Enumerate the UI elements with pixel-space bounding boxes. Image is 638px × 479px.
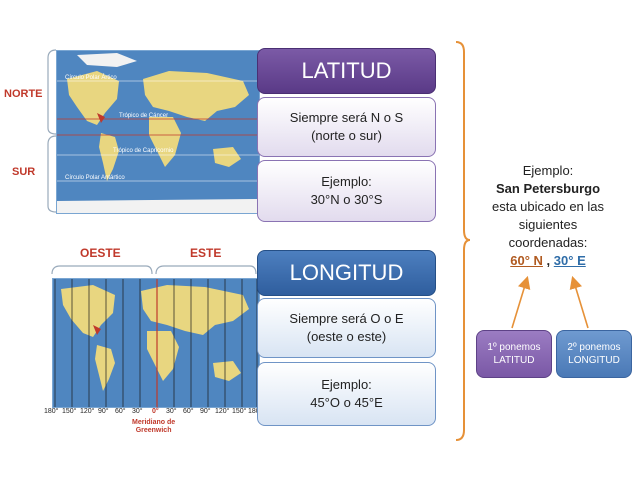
arrow-to-longitude bbox=[569, 276, 589, 329]
greenwich-line2: Greenwich bbox=[135, 427, 172, 434]
longitude-ticks: 180° 150° 120° 90° 60° 30° 0° 30° 60° 90… bbox=[44, 408, 264, 420]
first-latitud-box: 1º ponemos LATITUD bbox=[476, 330, 552, 378]
latitude-map-drawing bbox=[57, 51, 259, 213]
tick-6: 0° bbox=[152, 408, 159, 415]
tick-11: 150° bbox=[232, 408, 247, 415]
example-line1: Ejemplo: bbox=[522, 163, 574, 178]
greenwich-line1: Meridiano de bbox=[132, 419, 176, 426]
summary-bracket bbox=[455, 41, 471, 441]
longitud-example-line1: Ejemplo: bbox=[321, 377, 372, 392]
antarctic-circle-label: Círculo Polar Antártico bbox=[65, 175, 125, 181]
latitud-description: Siempre será N o S (norte o sur) bbox=[257, 97, 436, 157]
second-line2: LONGITUD bbox=[568, 355, 620, 366]
first-line1: 1º ponemos bbox=[487, 342, 541, 353]
tick-10: 120° bbox=[215, 408, 230, 415]
longitud-title: LONGITUD bbox=[257, 250, 436, 296]
longitud-desc-line1: Siempre será O o E bbox=[289, 311, 404, 326]
tick-5: 30° bbox=[132, 408, 143, 415]
lon-top-brackets bbox=[51, 265, 257, 275]
latitud-title: LATITUD bbox=[257, 48, 436, 94]
tick-8: 60° bbox=[183, 408, 194, 415]
tick-12: 180° bbox=[248, 408, 263, 415]
coord-longitude: 30° E bbox=[553, 253, 586, 268]
example-line3: esta ubicado en las bbox=[491, 199, 605, 214]
tick-0: 180° bbox=[44, 408, 59, 415]
example-line4: siguientes bbox=[518, 217, 578, 232]
arrow-to-latitude bbox=[511, 276, 531, 329]
first-line2: LATITUD bbox=[493, 355, 535, 366]
norte-label: NORTE bbox=[4, 88, 43, 100]
este-label: ESTE bbox=[190, 246, 222, 260]
latitud-desc-line1: Siempre será N o S bbox=[289, 110, 404, 125]
tick-9: 90° bbox=[200, 408, 211, 415]
sur-label: SUR bbox=[12, 166, 36, 178]
example-line5: coordenadas: bbox=[508, 235, 588, 250]
example-summary: Ejemplo: San Petersburgo esta ubicado en… bbox=[478, 162, 618, 270]
longitud-example: Ejemplo: 45°O o 45°E bbox=[257, 362, 436, 426]
longitude-map-drawing bbox=[53, 279, 259, 407]
tick-3: 90° bbox=[98, 408, 109, 415]
latitud-example-line2: 30°N o 30°S bbox=[310, 192, 383, 207]
tick-2: 120° bbox=[80, 408, 95, 415]
tropic-capricorn-label: Trópico de Capricornio bbox=[113, 148, 174, 154]
example-coordinates: 60° N , 30° E bbox=[478, 252, 618, 270]
second-longitud-box: 2º ponemos LONGITUD bbox=[556, 330, 632, 378]
lat-side-brackets bbox=[47, 49, 57, 213]
second-line1: 2º ponemos bbox=[567, 342, 621, 353]
oeste-label: OESTE bbox=[80, 246, 121, 260]
latitud-example: Ejemplo: 30°N o 30°S bbox=[257, 160, 436, 222]
example-arrows bbox=[511, 276, 589, 329]
tick-7: 30° bbox=[166, 408, 177, 415]
longitud-example-line2: 45°O o 45°E bbox=[310, 395, 383, 410]
latitud-example-line1: Ejemplo: bbox=[321, 174, 372, 189]
tropic-cancer-label: Trópico de Cáncer bbox=[119, 113, 169, 119]
arctic-circle-label: Círculo Polar Ártico bbox=[65, 75, 117, 81]
longitud-desc-line2: (oeste o este) bbox=[306, 329, 387, 344]
coord-latitude: 60° N bbox=[510, 253, 543, 268]
latitud-desc-line2: (norte o sur) bbox=[311, 128, 382, 143]
example-city: San Petersburgo bbox=[495, 181, 601, 196]
longitude-world-map bbox=[52, 278, 260, 408]
tick-4: 60° bbox=[115, 408, 126, 415]
greenwich-label: Meridiano de Greenwich bbox=[132, 419, 175, 435]
coord-separator: , bbox=[546, 253, 551, 268]
tick-1: 150° bbox=[62, 408, 77, 415]
latitude-world-map: Círculo Polar Ártico Trópico de Cáncer T… bbox=[56, 50, 260, 214]
longitud-description: Siempre será O o E (oeste o este) bbox=[257, 298, 436, 358]
